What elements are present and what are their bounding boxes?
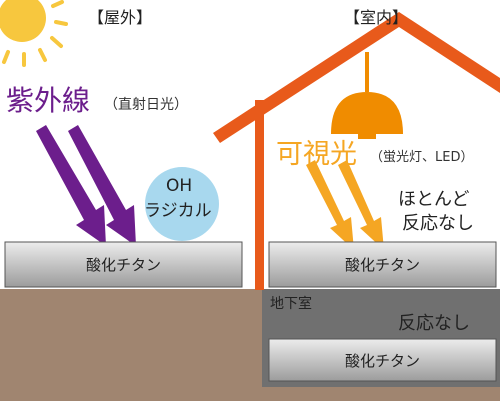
indoor-title: 【室内】 [344,8,409,27]
indoor-reaction-line2: 反応なし [402,213,474,234]
plate-outdoor [4,241,243,288]
basement-title: 地下室 [270,296,312,312]
plate-outdoor-label: 酸化チタン [85,256,161,274]
indoor-reaction-line1: ほとんど [398,189,470,210]
outdoor-title: 【屋外】 [88,8,153,27]
visible-arrow [306,160,354,250]
visible-label: 可視光 [276,139,357,170]
uv-label: 紫外線 [6,84,91,117]
visible-arrows [306,160,384,250]
radical-label: ラジカル [144,201,212,221]
uv-source: （直射日光） [104,97,188,113]
plate-basement [268,338,497,382]
house-wall [255,100,264,290]
visible-source: （蛍光灯、LED） [370,150,474,165]
radical-bubble [145,167,219,241]
plate-basement-label: 酸化チタン [344,351,420,370]
basement-reaction: 反応なし [398,313,470,334]
plate-indoor [268,241,497,288]
uv-arrow [36,125,106,246]
uv-arrow [68,125,136,246]
lamp-icon [331,52,403,139]
oh-label: OH [166,176,193,196]
sun-icon [0,0,68,67]
house-roof [213,12,500,143]
plate-indoor-label: 酸化チタン [344,256,420,274]
visible-arrow [338,160,384,250]
house-outline [213,12,500,290]
uv-arrows [36,125,136,246]
